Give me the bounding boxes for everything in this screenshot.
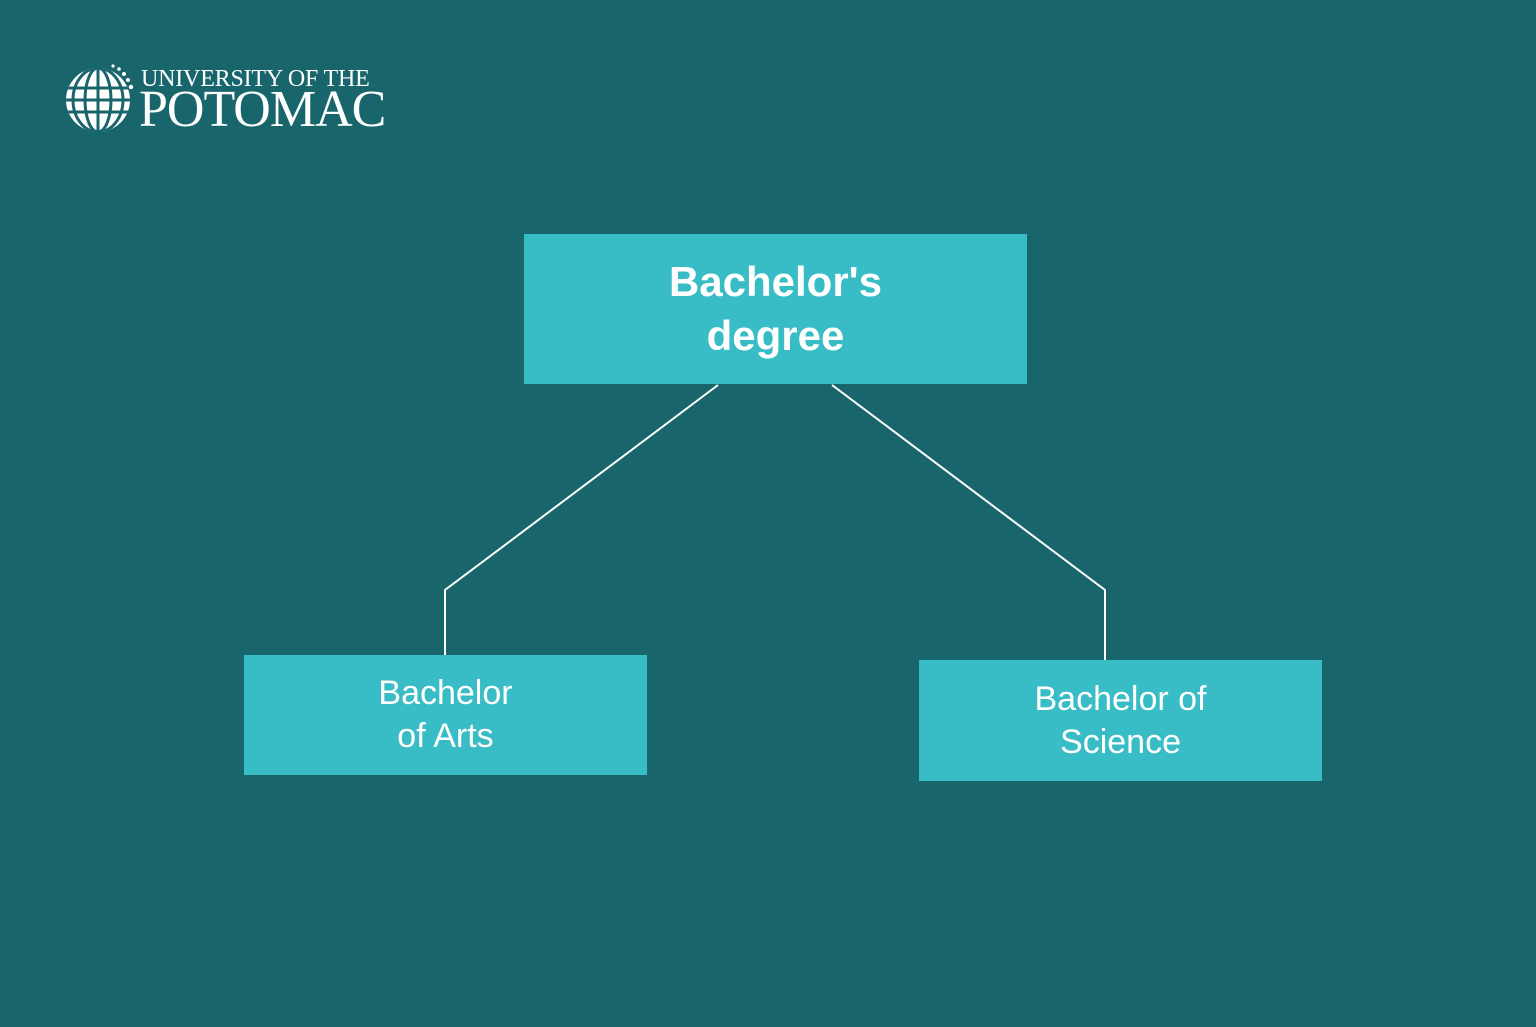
globe-icon [66, 64, 134, 132]
logo-university-text: UNIVERSITY OF THE [141, 66, 370, 92]
bachelor-of-arts-label: Bachelor of Arts [378, 674, 513, 755]
university-logo: UNIVERSITY OF THE POTOMAC [64, 62, 404, 138]
bachelor-of-arts-node: Bachelor of Arts [244, 655, 647, 775]
connector-left [444, 384, 719, 655]
bachelors-degree-label: Bachelor's degree [668, 258, 883, 359]
bachelor-of-science-label: Bachelor of Science [1034, 679, 1207, 761]
logo-potomac-text: POTOMAC [139, 81, 386, 138]
bachelors-degree-node: Bachelor's degree [524, 234, 1027, 384]
bachelor-of-science-node: Bachelor of Science [919, 660, 1322, 781]
connector-right [831, 384, 1106, 660]
